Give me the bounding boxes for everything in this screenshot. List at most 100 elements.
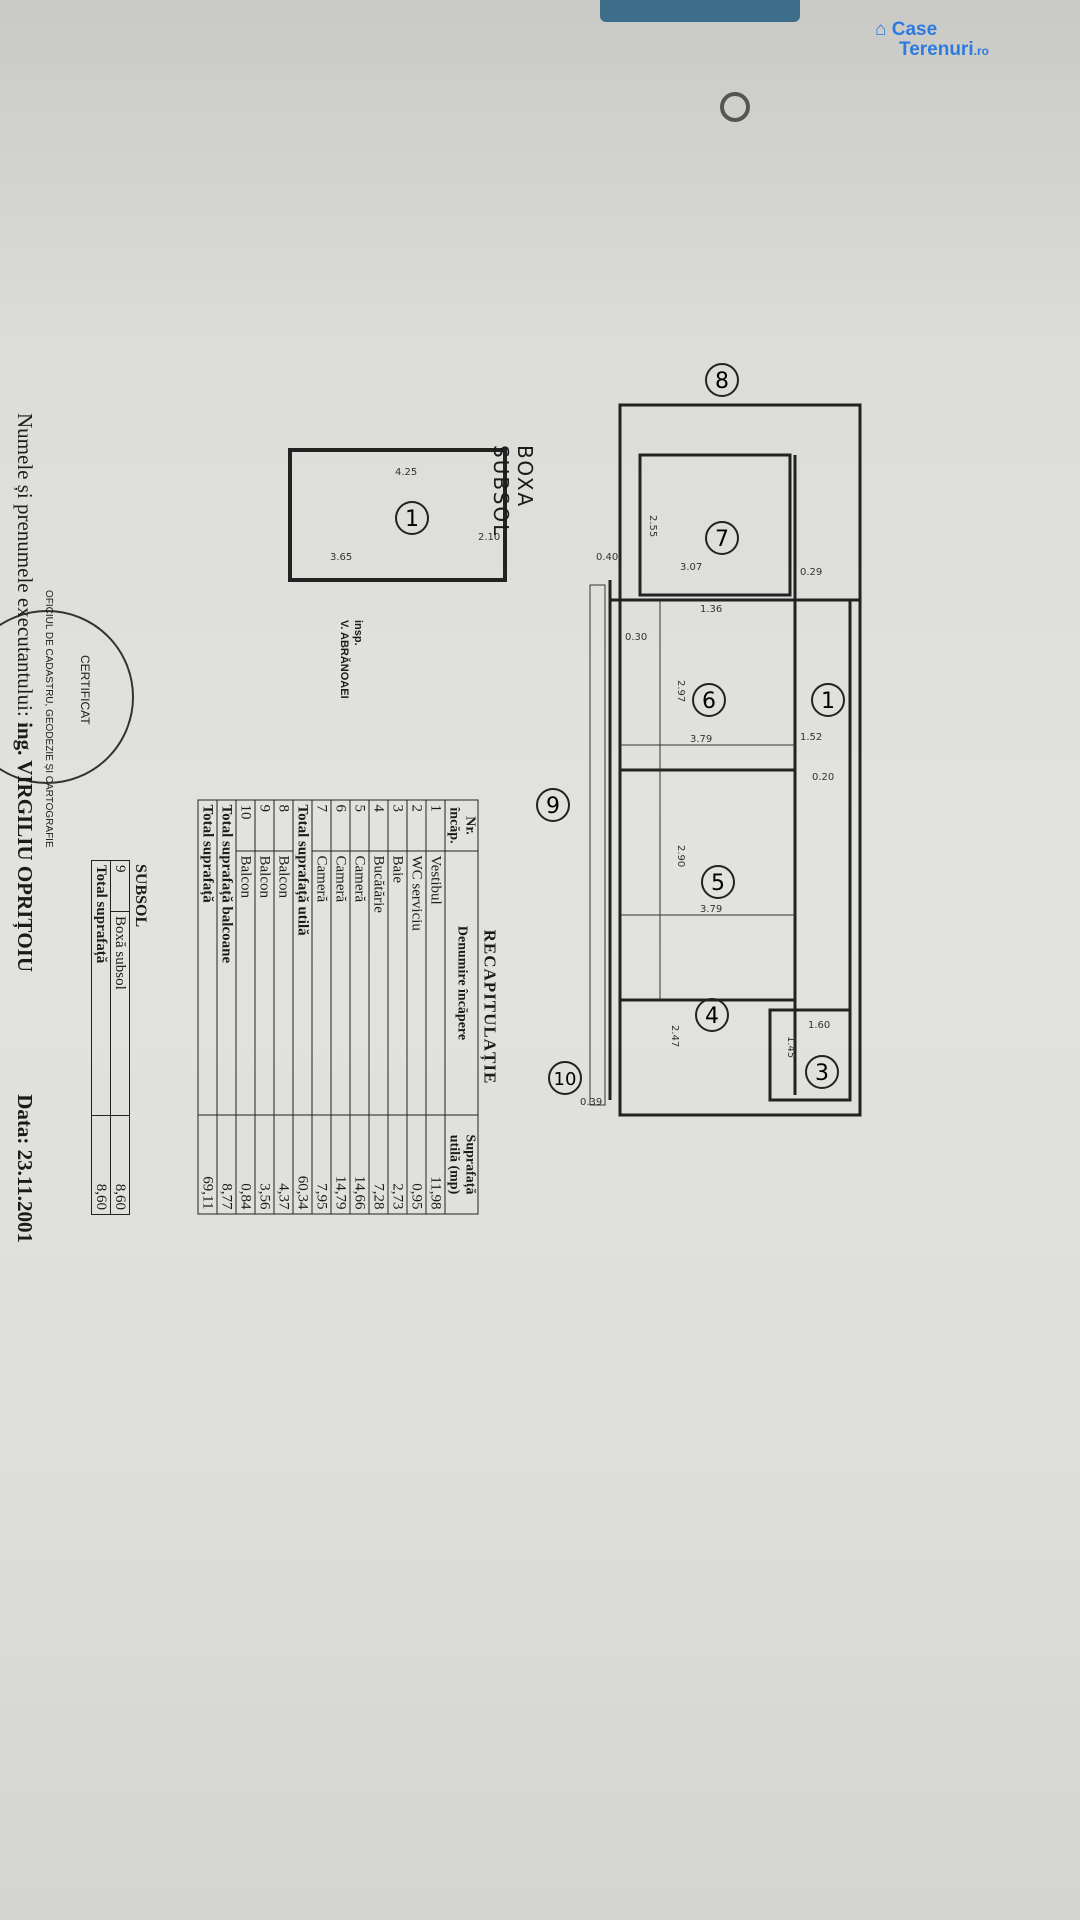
dim: 0.40	[596, 552, 618, 563]
room-label-3: 3	[815, 1061, 829, 1086]
cell: 1	[426, 800, 445, 851]
watermark-logo: ⌂ Case Terenuri.ro	[875, 20, 989, 61]
cell: 14,66	[350, 1115, 369, 1214]
dim: 1.36	[700, 604, 722, 615]
dim: 0.30	[625, 632, 647, 643]
cell: 6	[331, 800, 350, 851]
cell: 2	[407, 800, 426, 851]
recap-table-block: RECAPITULAȚIE Nr. încăp. Denumire încăpe…	[161, 800, 501, 1215]
room-label-10: 10	[554, 1069, 577, 1090]
room-label-8: 8	[715, 369, 729, 394]
cell: Vestibul	[426, 851, 445, 1115]
home-icon: ⌂	[875, 19, 887, 40]
box-dim: 4.25	[395, 467, 417, 478]
stamp-text: OFICIUL DE CADASTRU, GEODEZIE ȘI CARTOGR…	[43, 590, 54, 848]
dim: 0.29	[800, 567, 822, 578]
cell: 7,28	[369, 1115, 388, 1214]
stamp-cert-line: CERTIFICAT	[78, 655, 92, 745]
total-value: 69,11	[198, 1115, 217, 1214]
cell: Cameră	[350, 851, 369, 1115]
box-subsol-outline	[288, 448, 507, 582]
box-dim: 2.10	[478, 532, 500, 543]
key-ring	[720, 92, 750, 122]
subsol-title: SUBSOL	[132, 864, 149, 928]
watermark-line1: Case	[891, 19, 938, 40]
cell: 8	[274, 800, 293, 851]
cell: 4	[369, 800, 388, 851]
cell: 7	[312, 800, 331, 851]
total-balc-value: 8,77	[217, 1115, 236, 1214]
room-7-outline	[638, 453, 792, 597]
usb-key-object	[600, 0, 800, 22]
inspector-name: V. ABRĂNOAEI	[338, 620, 350, 699]
dim: 3.07	[680, 562, 702, 573]
dim: 1.52	[800, 732, 822, 743]
cell: Baie	[388, 851, 407, 1115]
cell: 0,84	[236, 1115, 255, 1214]
cell: 2,73	[388, 1115, 407, 1214]
cell: Cameră	[312, 851, 331, 1115]
dim: 3.79	[700, 904, 722, 915]
total-balc-label: Total suprafață balcoane	[217, 800, 236, 1115]
subsol-total-value: 8,60	[91, 1115, 111, 1215]
total-label: Total suprafață	[198, 800, 217, 1115]
dim: 1.45	[785, 1036, 796, 1058]
recap-title: RECAPITULAȚIE	[480, 929, 500, 1085]
subsol-total-label: Total suprafață	[91, 860, 111, 1116]
cell: Bucătărie	[369, 851, 388, 1115]
cell: 7,95	[312, 1115, 331, 1214]
cell: 9	[110, 860, 130, 912]
dim: 2.97	[675, 680, 686, 702]
executant-label: Numele și prenumele executantului:	[13, 413, 37, 717]
cell: 3,56	[255, 1115, 274, 1214]
inspector-signature: insp. V. ABRĂNOAEI	[325, 620, 365, 740]
box-dim: 3.65	[330, 552, 352, 563]
dim: 2.47	[669, 1025, 680, 1047]
cell: 9	[255, 800, 274, 851]
document-date: Data: 23.11.2001	[13, 1094, 37, 1243]
cell: 0,95	[407, 1115, 426, 1214]
total-util-label: Total suprafață utilă	[293, 800, 312, 1115]
watermark-suffix: .ro	[973, 44, 989, 58]
cell: Cameră	[331, 851, 350, 1115]
room-label-5: 5	[711, 871, 725, 896]
cell: 10	[236, 800, 255, 851]
dim: 3.79	[690, 734, 712, 745]
cell: WC serviciu	[407, 851, 426, 1115]
dim: 2.55	[647, 515, 658, 537]
recap-table: Nr. încăp. Denumire încăpere Suprafață u…	[198, 800, 479, 1215]
header-name: Denumire încăpere	[445, 851, 478, 1115]
header-nr: Nr. încăp.	[445, 800, 478, 851]
inspector-role: insp.	[352, 620, 364, 646]
stamp-text-line: OFICIUL DE CADASTRU, GEODEZIE ȘI CARTOGR…	[42, 590, 54, 850]
cell: 4,37	[274, 1115, 293, 1214]
room-label-4: 4	[705, 1004, 719, 1029]
watermark-line2: Terenuri	[899, 39, 974, 60]
cell: 3	[388, 800, 407, 851]
dim: 2.90	[675, 845, 686, 867]
cell: Boxă subsol	[110, 911, 130, 1116]
footer-line: Numele și prenumele executantului: ing. …	[12, 413, 38, 1243]
cell: 5	[350, 800, 369, 851]
cell: 8,60	[110, 1115, 130, 1215]
box-subsol-title: BOXA SUBSOL	[489, 445, 537, 605]
cell: 14,79	[331, 1115, 350, 1214]
room-label-7: 7	[715, 527, 729, 552]
